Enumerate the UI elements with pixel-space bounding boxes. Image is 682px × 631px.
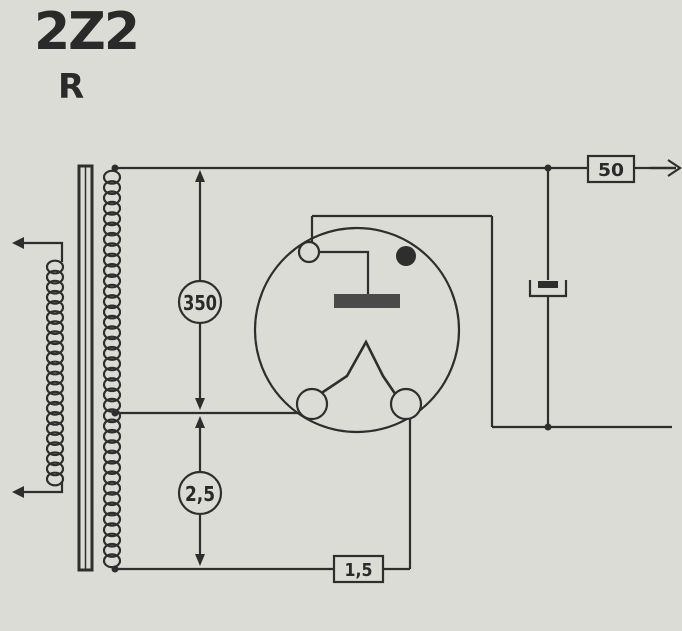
- coil-turn: [45, 400, 65, 416]
- coil-turn: [102, 180, 122, 196]
- primary-leads: [20, 241, 64, 494]
- coil-turn: [102, 511, 122, 527]
- coil-turn: [102, 470, 122, 486]
- coil-turn: [102, 356, 122, 372]
- coil-turn: [102, 314, 122, 330]
- coil-turn: [45, 310, 65, 325]
- label-350-badge: 350: [177, 279, 223, 325]
- coil-turn: [45, 370, 65, 386]
- coil-turn: [45, 340, 65, 356]
- coil-turn: [102, 283, 122, 299]
- coil-turn: [102, 418, 122, 434]
- anode-voltage-label: 350: [183, 291, 217, 315]
- coil-turn: [102, 221, 122, 237]
- coil-turn: [102, 501, 122, 517]
- coil-turn: [102, 273, 122, 289]
- coil-turn: [102, 542, 122, 558]
- secondary-winding: [102, 169, 122, 569]
- coil-turn: [102, 522, 122, 538]
- coil-turn: [102, 408, 122, 424]
- heater-current-label: 1,5: [345, 560, 373, 581]
- coil-turn: [102, 460, 122, 476]
- coil-turn: [45, 390, 65, 406]
- coil-turn: [102, 387, 122, 403]
- coil-turn: [45, 289, 65, 305]
- coil-turn: [102, 211, 122, 227]
- output-current-label: 50: [598, 160, 624, 181]
- coil-turn: [102, 449, 122, 465]
- label-25-badge: 2,5: [177, 470, 223, 516]
- coil-turn: [102, 345, 122, 361]
- coil-turn: [45, 380, 65, 396]
- coil-turn: [45, 411, 65, 426]
- tube-code: 2Z2: [34, 2, 140, 62]
- coil-turn: [45, 431, 65, 447]
- coil-turn: [45, 360, 65, 376]
- coil-turn: [45, 421, 65, 436]
- primary-winding: [45, 259, 65, 487]
- label-15-box: 1,5: [332, 554, 385, 584]
- coil-turn: [102, 325, 122, 341]
- circuit-wires: [115, 166, 672, 571]
- coil-turn: [102, 439, 122, 455]
- coil-turn: [45, 451, 65, 467]
- coil-turn: [102, 366, 122, 382]
- coil-turn: [45, 269, 65, 285]
- coil-turn: [45, 441, 65, 457]
- junction-dots: [111, 164, 552, 573]
- output-arrow-icon: [650, 159, 682, 177]
- coil-turn: [102, 377, 122, 393]
- primary-arrow-icons: [12, 237, 24, 498]
- capacitor-symbol: [528, 280, 568, 298]
- coil-turn: [45, 279, 65, 295]
- coil-turn: [102, 335, 122, 351]
- coil-turn: [102, 480, 122, 496]
- transformer-core: [77, 164, 94, 572]
- coil-turn: [45, 330, 65, 346]
- coil-turn: [102, 304, 122, 320]
- heater-voltage-label: 2,5: [185, 482, 215, 506]
- label-50-box: 50: [586, 154, 636, 184]
- coil-turn: [102, 190, 122, 206]
- coil-turn: [102, 200, 122, 216]
- coil-turn: [45, 471, 65, 487]
- tube-suffix: R: [58, 67, 85, 107]
- coil-turn: [102, 252, 122, 268]
- measure-arrow-icons: [195, 170, 205, 566]
- rectifier-tube: [253, 226, 461, 434]
- coil-turn: [45, 461, 65, 477]
- coil-turn: [102, 263, 122, 279]
- coil-turn: [45, 300, 65, 315]
- coil-turn: [102, 231, 122, 247]
- coil-turn: [102, 242, 122, 258]
- coil-turn: [102, 532, 122, 548]
- coil-turn: [102, 491, 122, 507]
- coil-turn: [45, 320, 65, 336]
- coil-turn: [102, 169, 122, 185]
- coil-turn: [45, 350, 65, 366]
- coil-turn: [102, 294, 122, 310]
- coil-turn: [45, 259, 65, 275]
- coil-turn: [102, 428, 122, 444]
